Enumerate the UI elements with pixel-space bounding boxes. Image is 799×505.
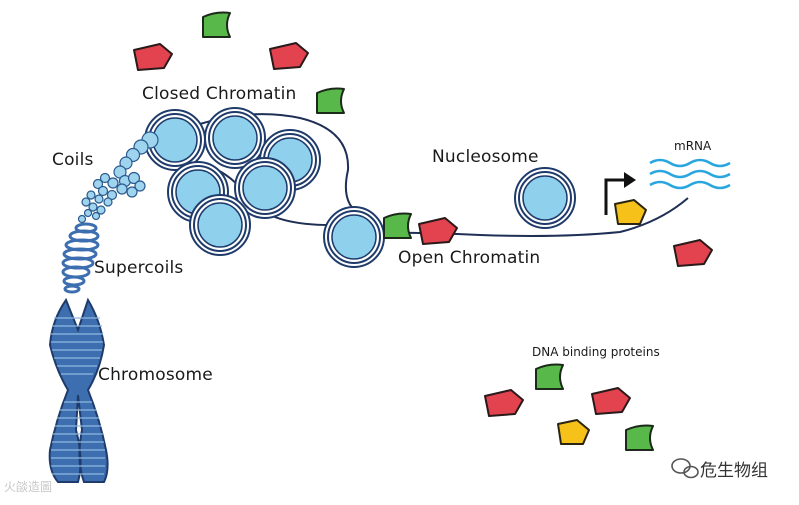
- dna-strand: [359, 197, 689, 237]
- transcription-arrow-icon: [604, 172, 636, 215]
- free-protein-red: [484, 389, 524, 417]
- bound-protein-green: [383, 212, 412, 239]
- free-protein-green: [316, 87, 345, 114]
- free-protein-yellow: [557, 419, 590, 445]
- bound-protein-red: [418, 217, 458, 245]
- nucleosome: [514, 167, 576, 229]
- mrna-label: mRNA: [674, 139, 712, 153]
- nucleosome: [189, 194, 251, 256]
- nucleosome-label: Nucleosome: [432, 147, 539, 167]
- watermark-left: 火燄造圖: [4, 480, 53, 494]
- free-protein-red: [269, 42, 309, 70]
- chromosome: [48, 297, 109, 483]
- mrna-waves: [649, 158, 731, 190]
- free-protein-red: [591, 387, 631, 415]
- free-protein-green: [625, 424, 654, 451]
- watermark-right: 危生物组: [700, 461, 768, 481]
- open-chromatin-label: Open Chromatin: [398, 248, 541, 268]
- dna-binding-proteins-label: DNA binding proteins: [532, 345, 660, 359]
- supercoil: [61, 222, 100, 294]
- free-protein-red: [673, 239, 713, 267]
- free-protein-green: [535, 363, 564, 390]
- wechat-icon: [671, 458, 699, 479]
- closed-chromatin-label: Closed Chromatin: [142, 84, 297, 104]
- chromosome-label: Chromosome: [98, 365, 213, 385]
- nucleosome: [323, 206, 385, 268]
- free-protein-red: [133, 43, 173, 71]
- free-protein-green: [202, 11, 231, 38]
- supercoils-label: Supercoils: [94, 258, 184, 278]
- closed-chromatin-cluster: [144, 107, 321, 256]
- coils-beads: [77, 131, 159, 224]
- bound-protein-yellow: [614, 199, 647, 225]
- coils-label: Coils: [52, 150, 94, 170]
